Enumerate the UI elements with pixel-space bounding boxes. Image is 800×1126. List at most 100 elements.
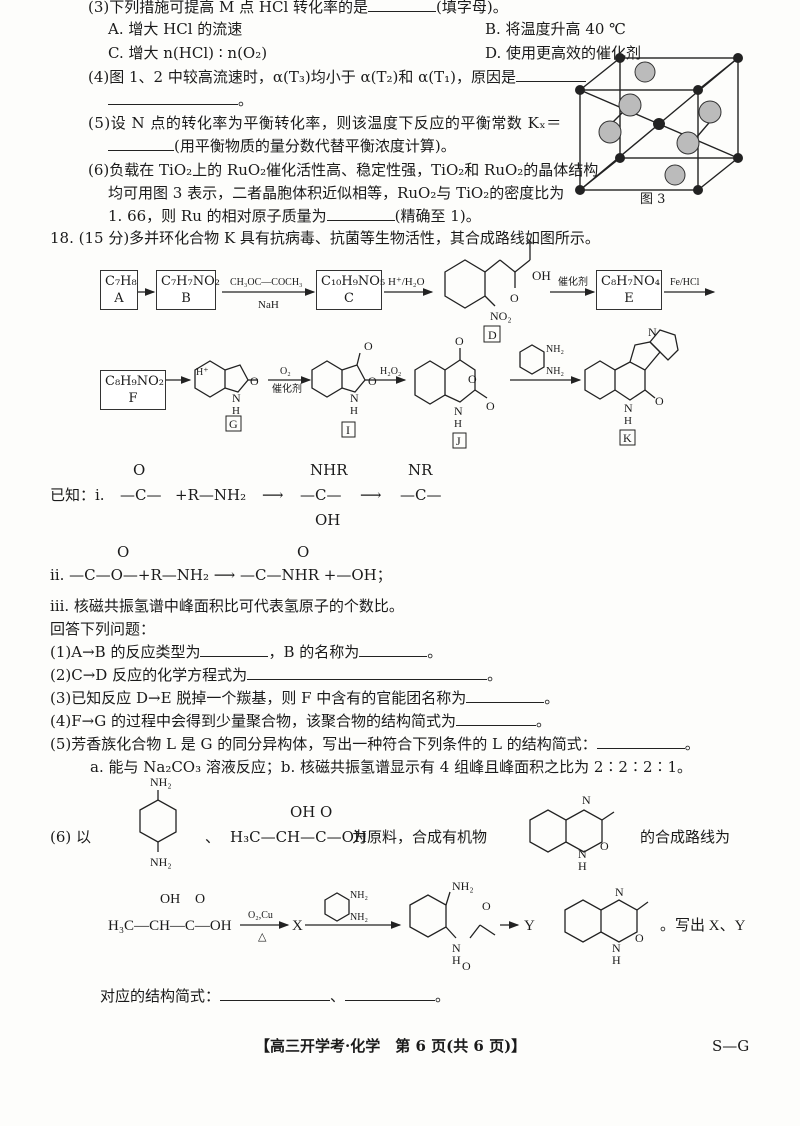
- known-label: 已知：ⅰ.: [50, 486, 105, 504]
- answer-intro: 回答下列问题：: [50, 620, 156, 638]
- svg-text:催化剂: 催化剂: [272, 382, 302, 395]
- svg-text:H₂O₂: H₂O₂: [380, 366, 401, 377]
- svg-text:O: O: [250, 374, 259, 388]
- svg-text:O₂,Cu: O₂,Cu: [248, 910, 273, 921]
- svg-text:OH: OH: [160, 892, 180, 907]
- svg-text:O: O: [455, 334, 464, 348]
- known1-amine: +R—NH₂: [175, 486, 247, 504]
- svg-text:J: J: [456, 434, 461, 448]
- known1-c: —C—: [300, 486, 342, 504]
- known1-arrow: ⟶: [262, 486, 284, 504]
- svg-text:H: H: [612, 953, 621, 967]
- q17-4: (4)图 1、2 中较高流速时，α(T₃)均小于 α(T₂)和 α(T₁)，原因…: [88, 67, 586, 87]
- svg-text:O: O: [526, 240, 535, 247]
- svg-text:H⁺: H⁺: [196, 367, 209, 378]
- lactic-oh: OH: [290, 803, 316, 821]
- svg-text:NH₂: NH₂: [150, 855, 172, 869]
- svg-text:△: △: [258, 931, 267, 943]
- svg-text:G: G: [229, 417, 238, 431]
- svg-text:O: O: [635, 931, 644, 945]
- q18-4: (4)F→G 的过程中会得到少量聚合物，该聚合物的结构简式为。: [50, 712, 551, 730]
- known1-oh: OH: [315, 511, 341, 529]
- figure-3-caption: 图 3: [640, 192, 666, 207]
- q17-5: (5)设 N 点的转化率为平衡转化率，则该温度下反应的平衡常数 Kₓ＝: [88, 114, 562, 132]
- svg-text:NH₂: NH₂: [452, 879, 474, 893]
- svg-text:N: N: [452, 941, 461, 955]
- svg-text:O: O: [482, 899, 491, 913]
- svg-text:H: H: [350, 405, 358, 417]
- reagent-acid-water: H⁺/H₂O: [388, 276, 425, 288]
- svg-text:X: X: [292, 918, 303, 934]
- q17-3: (3)下列措施可提高 M 点 HCl 转化率的是(填字母)。: [88, 0, 508, 17]
- q18-6-answer: 对应的结构简式：、。: [100, 987, 451, 1005]
- svg-text:H: H: [454, 418, 462, 430]
- q18-intro: 18. (15 分)多并环化合物 K 具有抗病毒、抗菌等生物活性，其合成路线如图…: [50, 229, 600, 247]
- svg-text:K: K: [623, 431, 632, 445]
- option-a: A. 增大 HCl 的流速: [108, 20, 243, 38]
- known2-o: O: [117, 543, 130, 561]
- svg-text:H: H: [452, 953, 461, 967]
- reagent-fe-hcl: Fe/HCl: [670, 277, 700, 288]
- svg-text:O: O: [468, 372, 477, 386]
- svg-text:NO₂: NO₂: [490, 309, 512, 323]
- crystal-structure-figure: [575, 53, 743, 195]
- svg-text:H: H: [578, 859, 587, 873]
- q18-3: (3)已知反应 D→E 脱掉一个羰基，则 F 中含有的官能团名称为。: [50, 689, 560, 707]
- svg-text:N: N: [350, 391, 359, 405]
- q17-6-b: 均可用图 3 表示，二者晶胞体积近似相等，RuO₂与 TiO₂的密度比为: [108, 184, 565, 202]
- svg-text:O: O: [195, 892, 205, 907]
- svg-text:O: O: [600, 839, 609, 853]
- q18-5-conditions: a. 能与 Na₂CO₃ 溶液反应；b. 核磁共振氢谱显示有 4 组峰且峰面积之…: [90, 758, 693, 776]
- svg-text:Y: Y: [524, 918, 535, 934]
- svg-text:H: H: [232, 405, 240, 417]
- known1-arrow2: ⟶: [360, 486, 382, 504]
- svg-text:O: O: [462, 959, 471, 973]
- svg-text:H₃C—CH—C—OH: H₃C—CH—C—OH: [108, 918, 232, 934]
- svg-text:N: N: [648, 325, 657, 339]
- reagent-nah: NaH: [258, 299, 279, 311]
- svg-text:H: H: [624, 415, 632, 427]
- lactic-acid-formula: H₃C—CH—C—OH: [230, 828, 367, 846]
- q17-6: (6)负载在 TiO₂上的 RuO₂催化活性高、稳定性强，TiO₂和 RuO₂的…: [88, 161, 599, 179]
- option-b: B. 将温度升高 40 ℃: [485, 20, 626, 38]
- svg-text:NH₂: NH₂: [546, 344, 564, 355]
- q18-1: (1)A→B 的反应类型为，B 的名称为。: [50, 643, 443, 661]
- svg-text:O: O: [655, 394, 664, 408]
- lactic-o: O: [320, 803, 333, 821]
- q18-6-text: 为原料，合成有机物: [352, 828, 488, 846]
- q17-4-cont: 。: [108, 90, 253, 110]
- known-3: ⅲ. 核磁共振氢谱中峰面积比可代表氢原子的个数比。: [50, 597, 404, 615]
- svg-text:N: N: [454, 404, 463, 418]
- q17-5-cont: (用平衡物质的量分数代替平衡浓度计算)。: [108, 136, 456, 156]
- q18-5: (5)芳香族化合物 L 是 G 的同分异构体，写出一种符合下列条件的 L 的结构…: [50, 735, 700, 753]
- svg-text:O: O: [486, 399, 495, 413]
- known1-c2: —C—: [400, 486, 442, 504]
- svg-text:I: I: [346, 423, 350, 437]
- structure-d: [444, 242, 531, 309]
- known1-o: O: [133, 461, 146, 479]
- svg-text:N: N: [578, 847, 587, 861]
- svg-text:。写出 X、Y: 。写出 X、Y: [660, 917, 746, 934]
- synthesis-scheme: CH₃OC—COCH₃ NaH H⁺/H₂O 催化剂 Fe/HCl O O OH…: [138, 240, 716, 449]
- q18-6-label: (6) 以: [50, 828, 92, 846]
- structure-g: [194, 329, 679, 405]
- svg-text:O₂: O₂: [280, 366, 291, 377]
- svg-text:O: O: [368, 374, 377, 388]
- footer-page-info: 【高三开学考·化学 第 6 页(共 6 页)】: [255, 1037, 527, 1055]
- svg-text:O: O: [364, 339, 373, 353]
- separator: 、: [205, 828, 221, 846]
- svg-text:O: O: [510, 291, 519, 305]
- known2-o2: O: [297, 543, 310, 561]
- known1-nr: NR: [408, 461, 433, 479]
- svg-text:NH₂: NH₂: [350, 890, 368, 901]
- known1-nhr: NHR: [310, 461, 348, 479]
- q18-2: (2)C→D 反应的化学方程式为。: [50, 666, 503, 684]
- svg-text:NH₂: NH₂: [350, 912, 368, 923]
- svg-text:N: N: [232, 391, 241, 405]
